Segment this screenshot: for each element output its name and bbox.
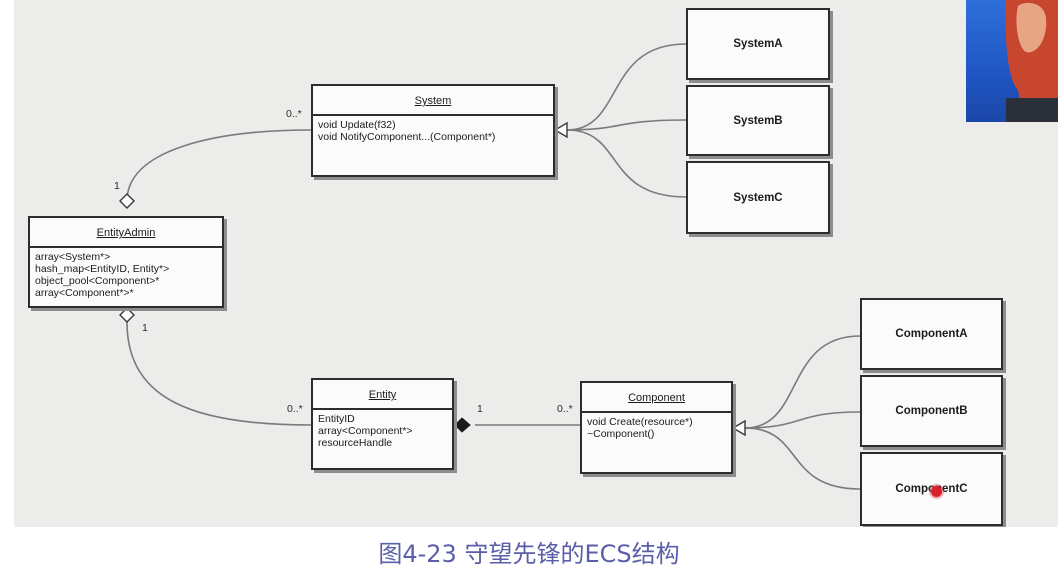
class-entity-admin: EntityAdmin array<System*> hash_map<Enti…: [28, 216, 224, 308]
multiplicity-label: 1: [142, 322, 148, 334]
presenter-video-thumbnail: [966, 0, 1058, 122]
class-member: hash_map<EntityID, Entity*>: [35, 263, 170, 275]
systemA-generalization-line: [566, 43, 687, 131]
class-member: array<Component*>*: [35, 287, 134, 299]
class-system-c: SystemC: [686, 161, 830, 234]
multiplicity-label: 0..*: [287, 403, 303, 415]
multiplicity-label: 1: [477, 403, 483, 415]
class-component-name: Component: [582, 383, 731, 413]
class-member: EntityID: [318, 413, 355, 425]
class-system-b: SystemB: [686, 85, 830, 156]
class-system-name: System: [313, 86, 553, 116]
admin-system-aggregation-diamond: [119, 193, 135, 209]
diagram-connectors: [119, 43, 861, 490]
system-generalization-arrowhead: [553, 121, 568, 139]
class-system-members: void Update(f32) void NotifyComponent...…: [313, 116, 553, 146]
figure-caption: 图4-23 守望先锋的ECS结构: [378, 540, 680, 568]
class-component: Component void Create(resource*) ~Compon…: [580, 381, 733, 474]
entity-component-composition-diamond: [454, 417, 471, 433]
class-entity-admin-members: array<System*> hash_map<EntityID, Entity…: [30, 248, 222, 302]
class-entity-name: Entity: [313, 380, 452, 410]
class-component-b: ComponentB: [860, 375, 1003, 447]
pointer-cursor-icon: [931, 486, 942, 497]
class-member: void NotifyComponent...(Component*): [318, 131, 496, 143]
class-system: System void Update(f32) void NotifyCompo…: [311, 84, 555, 177]
admin-system-association-line: [126, 129, 312, 202]
diagram-canvas: System void Update(f32) void NotifyCompo…: [14, 0, 1058, 527]
class-component-a: ComponentA: [860, 298, 1003, 370]
multiplicity-label: 0..*: [286, 108, 302, 120]
multiplicity-label: 1: [114, 180, 120, 192]
component-generalization-arrowhead: [731, 419, 746, 437]
class-system-a: SystemA: [686, 8, 830, 80]
presenter-figure-image: [1005, 0, 1058, 122]
admin-entity-aggregation-diamond: [119, 307, 135, 323]
class-member: void Create(resource*): [587, 416, 693, 428]
class-member: array<Component*>: [318, 425, 413, 437]
componentC-generalization-line: [744, 427, 861, 490]
class-member: array<System*>: [35, 251, 111, 263]
systemB-generalization-line: [566, 119, 687, 131]
class-member: object_pool<Component>*: [35, 275, 160, 287]
admin-entity-association-line: [126, 321, 312, 426]
class-entity-admin-name: EntityAdmin: [30, 218, 222, 248]
class-entity: Entity EntityID array<Component*> resour…: [311, 378, 454, 470]
class-member: resourceHandle: [318, 437, 393, 449]
class-member: void Update(f32): [318, 119, 396, 131]
componentB-generalization-line: [744, 411, 861, 429]
class-member: ~Component(): [587, 428, 655, 440]
multiplicity-label: 0..*: [557, 403, 573, 415]
class-entity-members: EntityID array<Component*> resourceHandl…: [313, 410, 452, 452]
systemC-generalization-line: [566, 129, 687, 198]
class-component-members: void Create(resource*) ~Component(): [582, 413, 731, 443]
componentA-generalization-line: [744, 335, 861, 429]
